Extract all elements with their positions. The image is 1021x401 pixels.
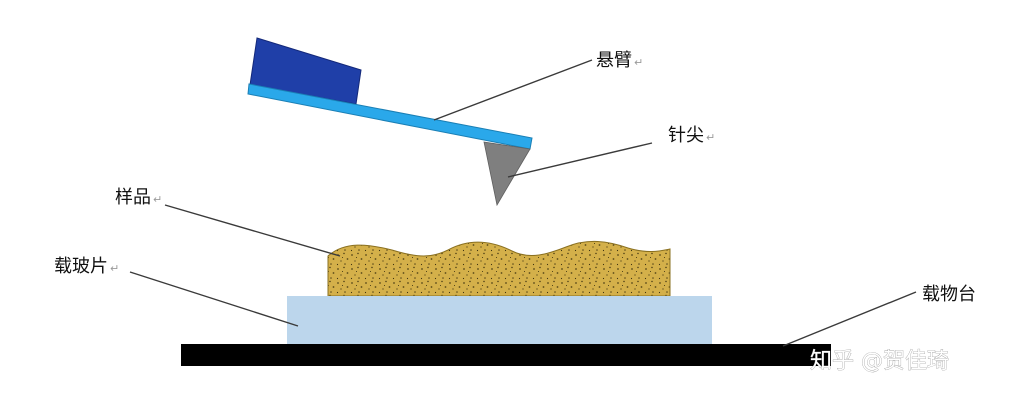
stage-leader-line — [782, 291, 917, 347]
glass-slide — [287, 296, 712, 344]
label-sample: 样品 — [115, 187, 151, 208]
label-cantilever: 悬臂 — [596, 50, 632, 71]
label-glass-slide: 载玻片 — [54, 256, 108, 277]
probe-tip — [483, 141, 531, 207]
return-mark: ↵ — [706, 131, 715, 144]
return-mark: ↵ — [153, 193, 162, 206]
tip-leader-line — [507, 142, 653, 178]
cantilever-beam — [247, 83, 533, 150]
return-mark: ↵ — [110, 262, 119, 275]
stage-platform — [181, 344, 831, 366]
sample-layer — [327, 240, 671, 297]
sample-leader-line — [164, 204, 341, 257]
watermark-text: 知乎 @贺佳琦 — [810, 349, 949, 374]
label-stage: 载物台 — [922, 284, 976, 305]
return-mark: ↵ — [634, 56, 643, 69]
cantilever-leader-line — [433, 59, 593, 121]
label-tip: 针尖 — [668, 125, 704, 146]
slide-leader-line — [129, 271, 299, 327]
